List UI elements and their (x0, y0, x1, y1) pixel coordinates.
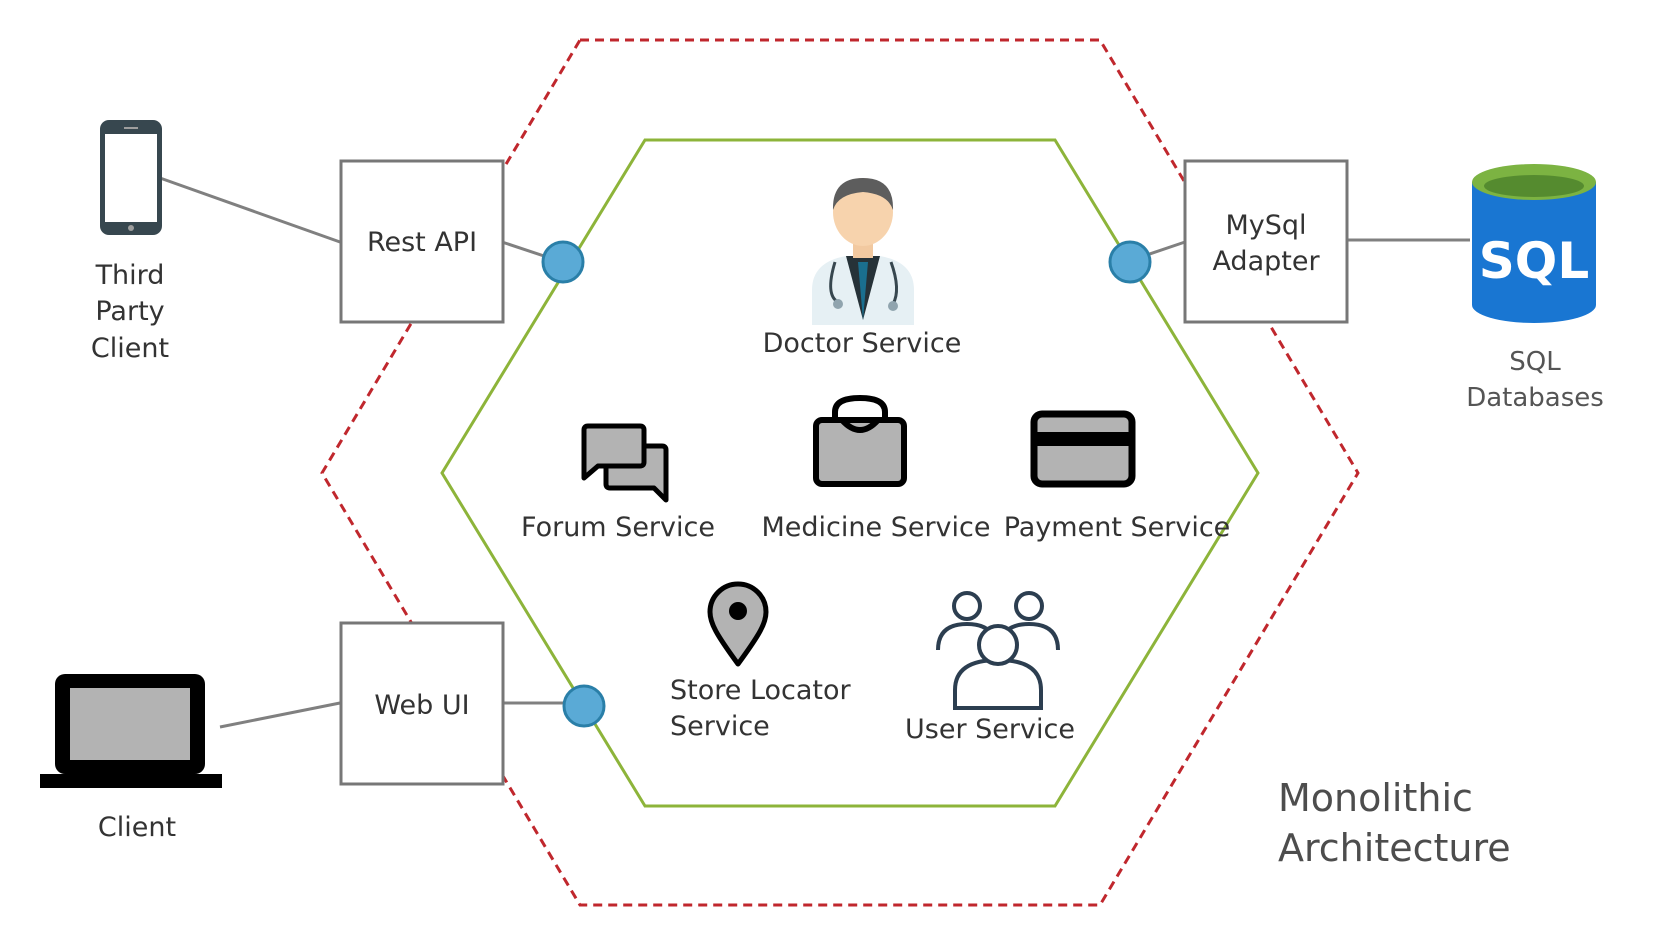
medicine-bag-icon (813, 394, 907, 487)
application-boundary-hexagon (320, 38, 1360, 907)
mysql-adapter-label-line2: Adapter (1212, 246, 1320, 277)
third-party-client-label-line3: Client (91, 333, 169, 364)
web-ui-box: Web UI (339, 621, 505, 786)
client-label: Client (98, 812, 176, 843)
third-party-client-label-line1: Third (95, 260, 165, 291)
diagram-title-line1: Monolithic (1278, 776, 1473, 820)
store-locator-service-label-line1: Store Locator (670, 675, 852, 706)
doctor-icon (812, 178, 914, 325)
port-rest-api (541, 240, 585, 284)
mysql-adapter-box: MySql Adapter (1183, 159, 1349, 324)
web-ui-label: Web UI (374, 690, 469, 721)
rest-api-label: Rest API (367, 227, 477, 258)
mysql-adapter-label-line1: MySql (1225, 210, 1306, 241)
sql-databases-label-line2: Databases (1466, 383, 1604, 413)
sql-database-icon: SQL (1472, 164, 1596, 323)
laptop-icon (40, 674, 222, 788)
forum-service-label: Forum Service (521, 512, 715, 543)
connector-phone-restapi (159, 176, 341, 244)
user-service-label: User Service (905, 714, 1075, 745)
rest-api-box: Rest API (339, 159, 505, 324)
medicine-service-label: Medicine Service (762, 512, 991, 543)
location-pin-icon (707, 581, 769, 667)
user-group-icon (936, 591, 1060, 710)
port-web-ui (562, 684, 606, 728)
diagram-title-line2: Architecture (1278, 826, 1511, 870)
smartphone-icon (100, 120, 162, 235)
connector-laptop-webui (219, 701, 341, 729)
port-mysql (1108, 240, 1152, 284)
store-locator-service-label-line2: Service (670, 711, 770, 742)
doctor-service-label: Doctor Service (763, 328, 962, 359)
payment-service-label: Payment Service (1004, 512, 1231, 543)
third-party-client-label-line2: Party (95, 296, 164, 327)
sql-icon-text: SQL (1479, 232, 1589, 290)
sql-databases-label-line1: SQL (1509, 347, 1561, 377)
forum-chat-icon (581, 423, 669, 503)
payment-card-icon (1030, 410, 1136, 488)
